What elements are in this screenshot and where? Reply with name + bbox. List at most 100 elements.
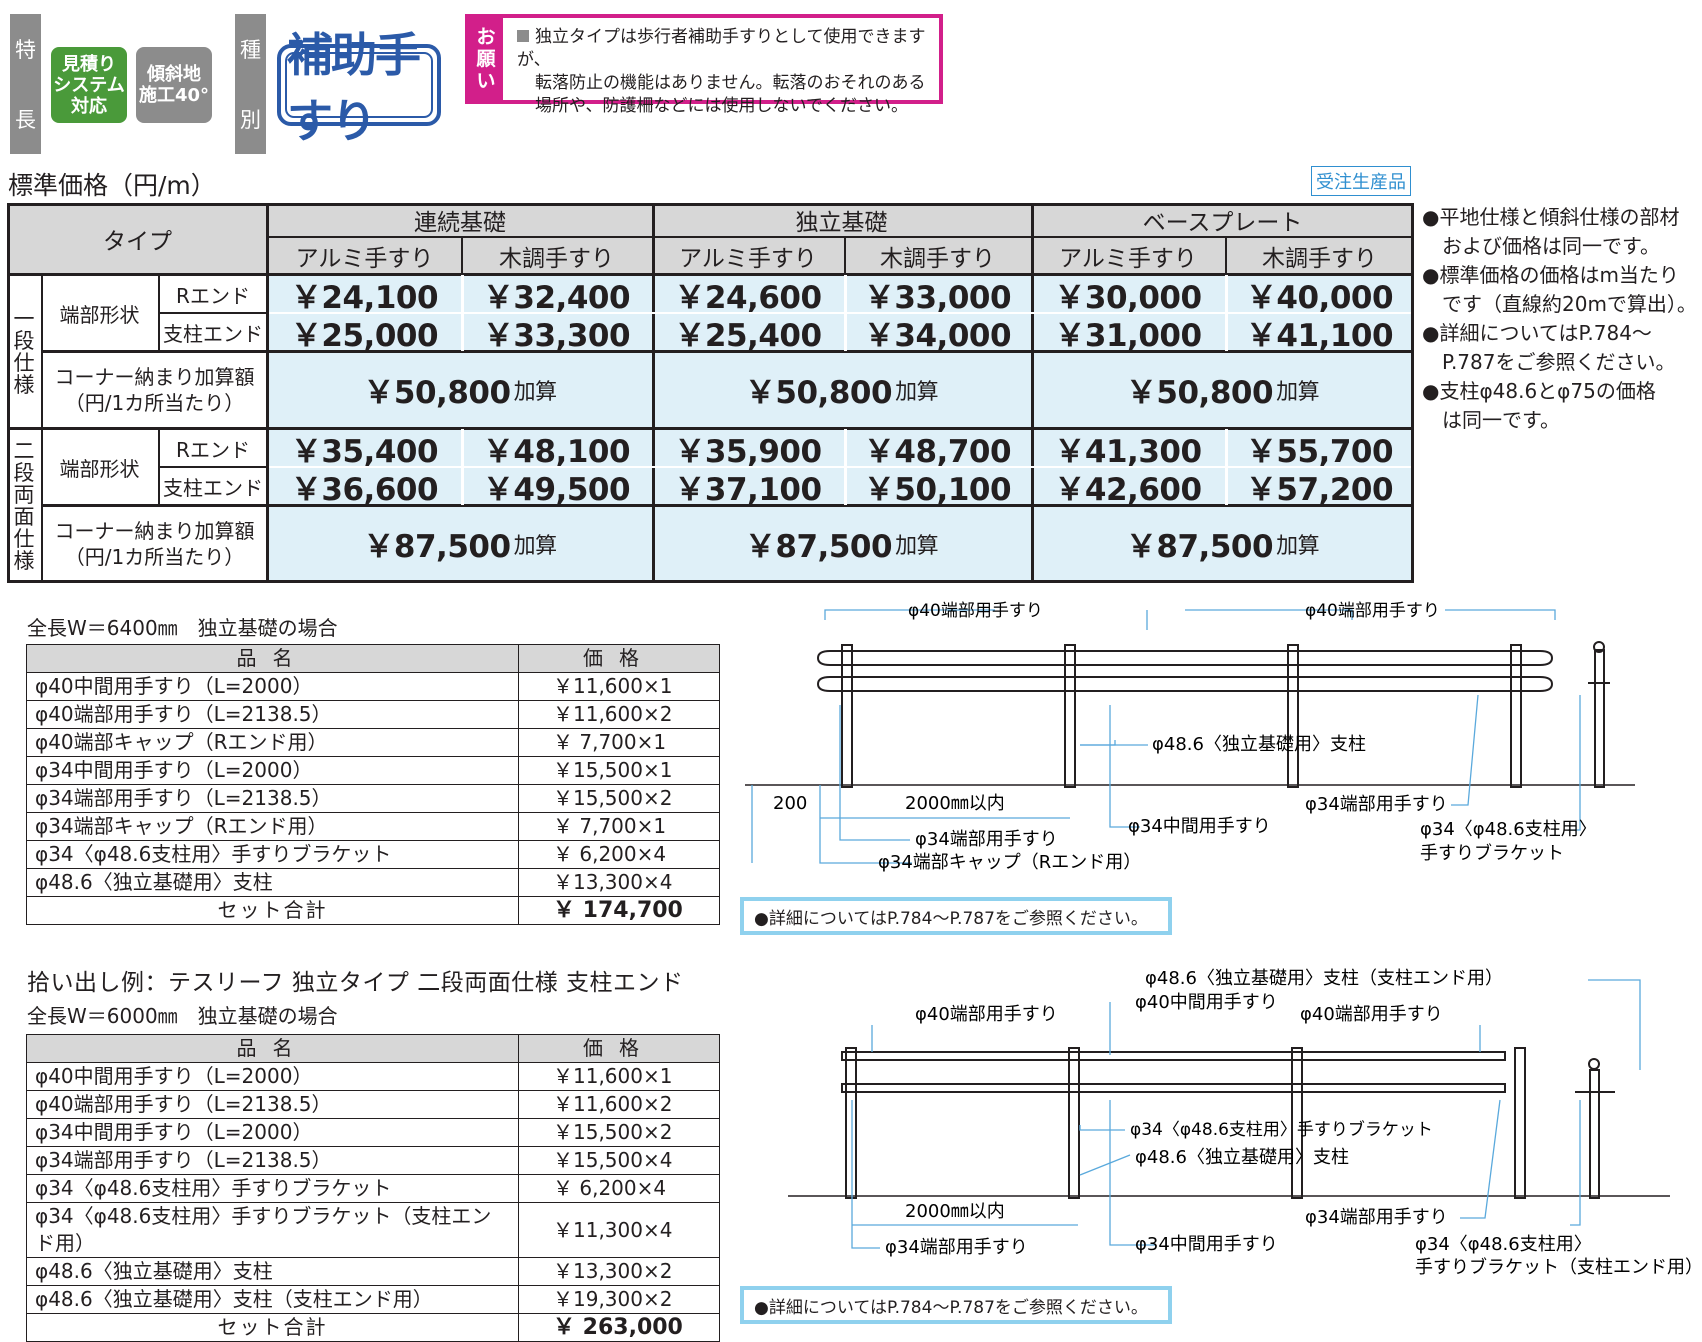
table-rule: [1225, 275, 1228, 351]
table-row: φ34端部キャップ（Rエンド用）￥ 7,700×1: [26, 812, 720, 841]
post-4: [1510, 644, 1522, 788]
item-price: ￥ 7,700×1: [518, 728, 720, 757]
end-shape-label: 端部形状: [41, 275, 158, 351]
side-note-line: P.787をご参照ください。: [1422, 350, 1676, 374]
corner-price-value: ￥87,500: [1125, 529, 1274, 565]
tokucho-char-1: 特: [15, 38, 36, 62]
notice-tag-1: お: [476, 26, 496, 48]
table-rule: [1225, 236, 1227, 274]
kasan-label: 加算: [513, 533, 558, 559]
total-price: ￥ 174,700: [518, 896, 720, 925]
spec-name-char: 両: [13, 482, 35, 507]
spec-name: 二段両面仕様: [7, 429, 41, 582]
kasan-label: 加算: [895, 379, 939, 405]
end-post: [1594, 649, 1605, 788]
price-value: ￥34,000: [863, 317, 1012, 354]
notice-line-2: 転落防止の機能はありません。転落のおそれのある: [535, 73, 926, 93]
table-rule: [844, 275, 847, 351]
end-type-text: Rエンド: [176, 437, 250, 462]
item-name: φ48.6〈独立基礎用〉支柱（支柱エンド用）: [26, 1285, 519, 1314]
table-rule: [269, 312, 1411, 314]
item-name: φ48.6〈独立基礎用〉支柱: [26, 868, 519, 897]
item-price: ￥15,500×1: [518, 756, 720, 785]
item-price: ￥15,500×2: [518, 784, 720, 813]
table-rule: [158, 312, 268, 314]
diag2-label-10: φ34〈φ48.6支柱用〉: [1415, 1234, 1592, 1255]
table-rule: [1411, 203, 1414, 583]
table-row: φ48.6〈独立基礎用〉支柱￥13,300×2: [26, 1257, 720, 1286]
price-cell: ￥37,100: [652, 467, 844, 508]
notice-tag-3: い: [476, 70, 496, 92]
table-row: φ34中間用手すり（L=2000）￥15,500×1: [26, 756, 720, 785]
material-header-label: 木調手すり: [1262, 246, 1377, 272]
material-header-label: アルミ手すり: [295, 246, 434, 272]
corner-label-line: コーナー納まり加算額: [54, 518, 255, 543]
end-shape-text: 端部形状: [59, 302, 140, 327]
end-post-2: [1589, 1069, 1600, 1199]
price-table: タイプ連続基礎アルミ手すり木調手すり独立基礎アルミ手すり木調手すりベースプレート…: [7, 203, 1414, 583]
example2-note: ●詳細についてはP.784～P.787をご参照ください。: [740, 1286, 1172, 1324]
item-price: ￥19,300×2: [518, 1285, 720, 1314]
item-price: ￥ 6,200×4: [518, 1174, 720, 1203]
diag1-label-2: φ48.6〈独立基礎用〉支柱: [1152, 734, 1366, 755]
price-cell: ￥55,700: [1225, 429, 1414, 470]
price-value: ￥31,000: [1054, 317, 1202, 354]
post-2: [1064, 644, 1076, 788]
notice-line-1-text: 独立タイプは歩行者補助手すりとして使用できますが、: [517, 27, 926, 70]
post2-3: [1291, 1047, 1303, 1199]
square-bullet-icon: [517, 30, 529, 42]
price-cell: ￥49,500: [461, 467, 652, 508]
corner-price-value: ￥50,800: [363, 375, 511, 411]
end-type-text: 支柱エンド: [163, 321, 263, 346]
spec-name-char: 面: [13, 504, 35, 529]
price-cell: ￥35,900: [652, 429, 844, 470]
item-price: ￥11,300×4: [518, 1202, 720, 1258]
foundation-header: ベースプレート: [1031, 203, 1414, 237]
price-cell: ￥25,400: [652, 313, 844, 354]
shubetsu-char-1: 種: [240, 38, 261, 62]
item-name: φ34〈φ48.6支柱用〉手すりブラケット: [26, 840, 519, 869]
table-rule: [266, 203, 269, 583]
mitsumori-line-1: 見積り: [62, 53, 116, 75]
spec-name-char: 一: [13, 306, 35, 331]
keisha-badge: 傾斜地 施工40°: [136, 47, 212, 123]
table-row: φ34〈φ48.6支柱用〉手すりブラケット（支柱エンド用）￥11,300×4: [26, 1202, 720, 1258]
spec-name-char: 様: [13, 548, 35, 573]
mitsumori-line-2: システム: [53, 74, 125, 96]
item-name: φ34中間用手すり（L=2000）: [26, 1118, 519, 1147]
price-value: ￥48,700: [863, 433, 1012, 470]
kasan-label: 加算: [513, 379, 558, 405]
kasan-label: 加算: [1276, 533, 1320, 559]
table-row: φ48.6〈独立基礎用〉支柱（支柱エンド用）￥19,300×2: [26, 1285, 720, 1314]
end-type: Rエンド: [158, 429, 268, 467]
item-price: ￥11,600×2: [518, 1090, 720, 1119]
table-rule: [7, 203, 10, 583]
material-header: アルミ手すり: [268, 237, 461, 275]
table-row: φ34〈φ48.6支柱用〉手すりブラケット￥ 6,200×4: [26, 1174, 720, 1203]
price-value: ￥25,000: [290, 317, 439, 354]
table-rule: [7, 580, 1414, 583]
product-type-text: 補助手すり: [285, 28, 433, 148]
end-shape-label: 端部形状: [41, 429, 158, 505]
example2-subtitle: 全長W＝6000㎜ 独立基礎の場合: [27, 1004, 338, 1028]
diag1-label-6: φ34端部用手すり: [1305, 794, 1448, 815]
diag2-label-0: φ48.6〈独立基礎用〉支柱（支柱エンド用）: [1145, 968, 1503, 989]
item-price: ￥13,300×2: [518, 1257, 720, 1286]
corner-label-line: （円/1カ所当たり）: [64, 390, 245, 415]
post-3: [1287, 644, 1299, 788]
material-header-label: アルミ手すり: [1059, 246, 1197, 272]
table-rule: [7, 203, 1414, 206]
spec-name-char: 二: [13, 438, 35, 463]
side-note-line: です（直線約20mで算出）。: [1422, 292, 1697, 316]
spec-name-char: 様: [13, 372, 35, 397]
price-cell: ￥41,100: [1225, 313, 1414, 354]
end-type: Rエンド: [158, 275, 268, 313]
item-name: φ48.6〈独立基礎用〉支柱: [26, 1257, 519, 1286]
price-cell: ￥31,000: [1031, 313, 1225, 354]
upper-rail: [816, 650, 1554, 666]
item-name: φ40中間用手すり（L=2000）: [26, 1062, 519, 1091]
